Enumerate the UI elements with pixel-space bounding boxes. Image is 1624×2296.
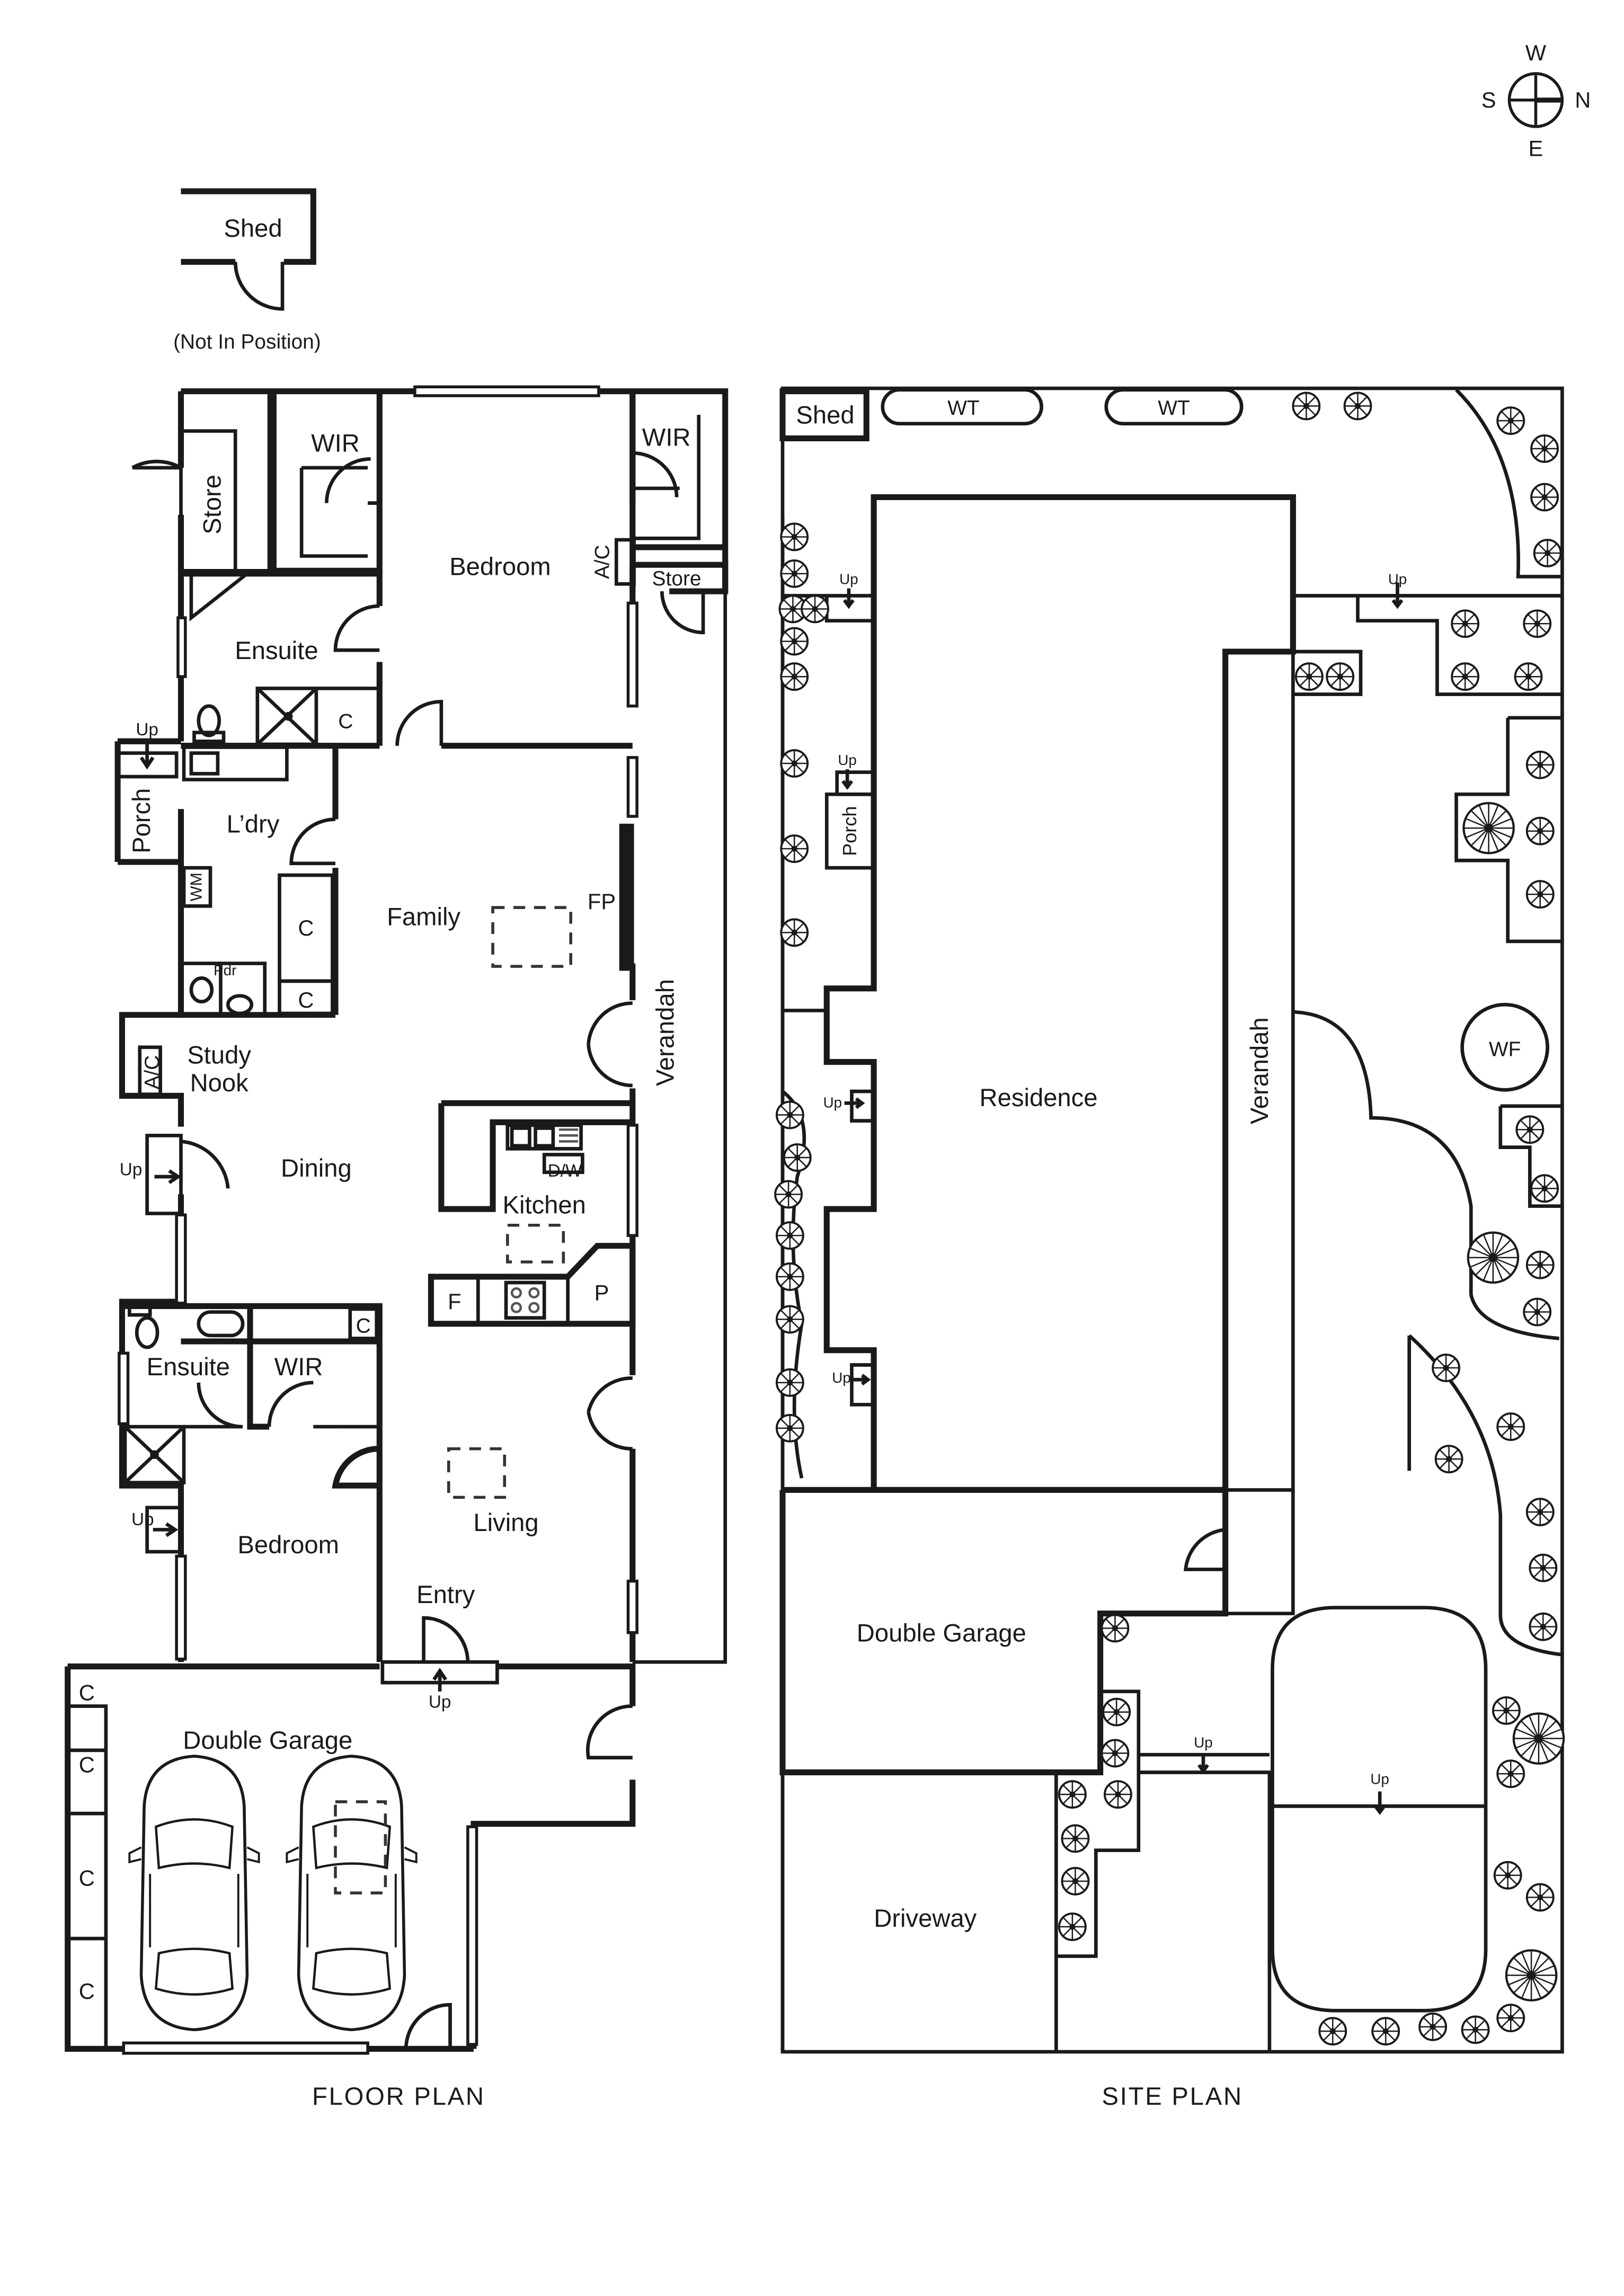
driveway-label: Driveway	[874, 1905, 977, 1933]
garage-c4: C	[79, 1979, 95, 2004]
living-light	[447, 1447, 507, 1499]
site-up-c: Up	[823, 1094, 842, 1111]
wf-label: WF	[1489, 1038, 1521, 1061]
ensuite-top-label: Ensuite	[235, 637, 318, 665]
site-garage-label: Double Garage	[857, 1619, 1026, 1647]
floor-plan-title: FLOOR PLAN	[312, 2083, 485, 2111]
site-porch-label: Porch	[839, 806, 860, 856]
ac-study-label: A/C	[141, 1055, 164, 1090]
compass-e: E	[1529, 136, 1543, 161]
water-feature	[1460, 1002, 1549, 1092]
site-up-f: Up	[1370, 1771, 1389, 1787]
site-up-d: Up	[832, 1369, 850, 1386]
garage-c1: C	[79, 1680, 95, 1705]
kitchen-label: Kitchen	[503, 1191, 586, 1220]
garage-label: Double Garage	[183, 1727, 352, 1755]
shed-label: Shed	[224, 215, 282, 243]
study-label-1: Study	[187, 1041, 251, 1069]
garage-c3: C	[79, 1865, 95, 1890]
fireplace	[619, 823, 634, 971]
site-up-e: Up	[1194, 1734, 1212, 1750]
living-label: Living	[473, 1509, 538, 1537]
residence-label: Residence	[980, 1084, 1098, 1112]
site-verandah-label: Verandah	[1246, 1017, 1274, 1124]
f-label: F	[448, 1289, 461, 1314]
ensuite-bottom-label: Ensuite	[147, 1353, 230, 1381]
bedroom-up: Up	[131, 1510, 154, 1529]
shed-detached: Shed (Not In Position)	[173, 188, 321, 353]
window-top	[413, 385, 600, 397]
site-up-g: Up	[1388, 571, 1407, 587]
c-laundry-2: C	[298, 987, 314, 1012]
store-small-label: Store	[652, 567, 702, 590]
compass-n: N	[1575, 87, 1591, 112]
garage-c2: C	[79, 1752, 95, 1777]
wt2-label: WT	[1158, 397, 1190, 420]
wir-right-walls	[629, 391, 725, 550]
family-light	[491, 906, 572, 968]
lawn-oval	[1271, 1606, 1488, 2013]
site-up-b: Up	[838, 752, 856, 768]
c-ensuite-label: C	[338, 710, 353, 733]
ac-top-label: A/C	[591, 545, 614, 579]
kitchen-light	[506, 1223, 565, 1263]
dining-up: Up	[120, 1160, 143, 1179]
store-label: Store	[198, 475, 226, 535]
wir-right-label: WIR	[642, 423, 691, 451]
shed-note: (Not In Position)	[173, 331, 321, 353]
entry-label: Entry	[416, 1581, 475, 1609]
wt1-label: WT	[947, 397, 979, 420]
site-plan: Shed WT WT Residence Verandah Up Up Porc…	[774, 386, 1564, 2111]
porch-up: Up	[136, 720, 158, 740]
family-label: Family	[387, 903, 460, 931]
site-boundary	[780, 386, 1564, 2054]
compass-w: W	[1525, 40, 1547, 65]
car-icon-left	[129, 1756, 259, 2030]
bedroom-2-label: Bedroom	[237, 1531, 339, 1559]
c-laundry-1: C	[298, 915, 314, 940]
bedroom-main-label: Bedroom	[449, 553, 551, 581]
c-wir-label: C	[356, 1314, 371, 1337]
verandah-outline	[632, 591, 727, 1664]
p-label: P	[594, 1280, 609, 1305]
tree-icon-group	[774, 391, 1564, 2046]
verandah-label: Verandah	[652, 979, 680, 1086]
wir-left-walls	[270, 391, 383, 574]
site-plan-title: SITE PLAN	[1102, 2083, 1243, 2111]
dw-label: D/W	[548, 1161, 582, 1181]
wir-bottom-label: WIR	[274, 1353, 323, 1381]
store-door	[131, 459, 182, 469]
garage-light	[334, 1800, 387, 1894]
porch-label: Porch	[128, 788, 156, 853]
residence-outline	[823, 494, 1296, 1493]
floor-plan: Shed (Not In Position) Store WIR WIR Bed…	[65, 188, 729, 2111]
entry-up: Up	[429, 1692, 451, 1712]
site-up-a: Up	[839, 571, 858, 587]
site-shed-label: Shed	[796, 402, 854, 430]
dining-label: Dining	[281, 1154, 352, 1182]
wir-left-label: WIR	[311, 429, 360, 457]
laundry-label: L’dry	[227, 810, 280, 838]
pdr-label: Pdr	[214, 962, 236, 978]
compass-icon: W E S N	[1481, 40, 1591, 161]
compass-s: S	[1481, 87, 1496, 112]
study-label-2: Nook	[190, 1069, 249, 1097]
wm-label: WM	[187, 873, 205, 901]
fp-label: FP	[588, 889, 616, 914]
